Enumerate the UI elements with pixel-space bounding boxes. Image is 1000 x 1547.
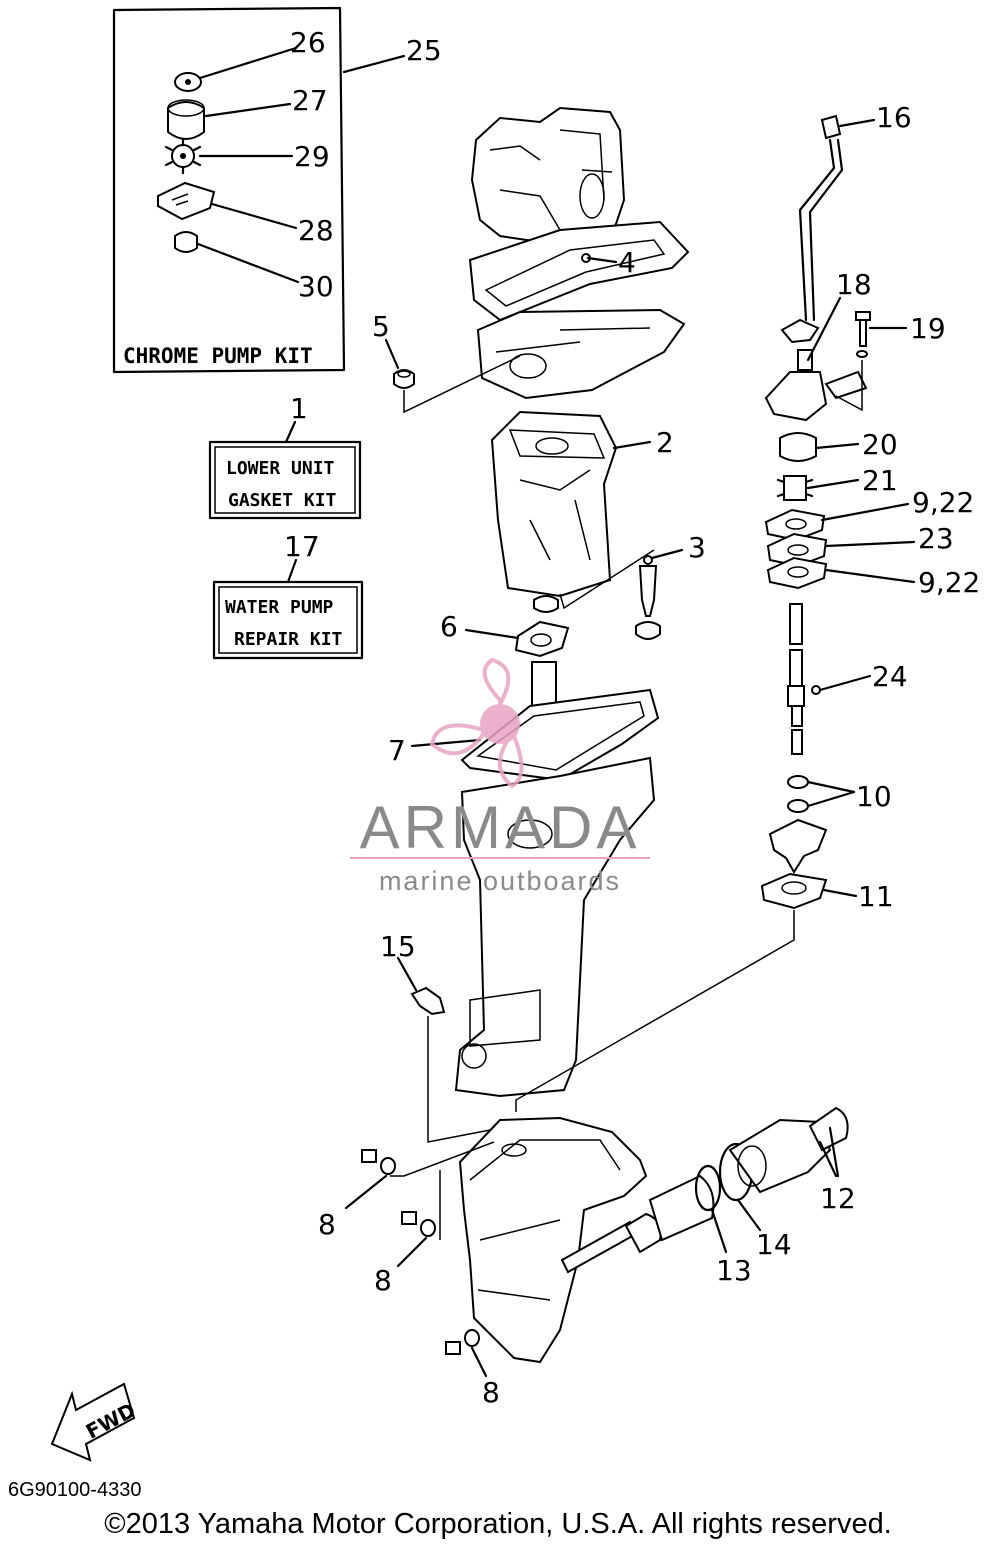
gasket-9-22-a (764, 508, 826, 542)
callout-17: 17 (284, 530, 320, 563)
callout-8-c: 8 (482, 1376, 500, 1409)
bolt-8a (361, 1149, 396, 1175)
chrome-pump-kit-label: CHROME PUMP KIT (123, 344, 313, 368)
bearing-12 (808, 1106, 849, 1152)
clip-15 (410, 986, 446, 1016)
driveshaft-housing (454, 661, 660, 1098)
pump-base-11 (760, 818, 828, 910)
watermark-brand: ARMADA (360, 794, 641, 861)
callout-2: 2 (656, 426, 674, 459)
callout-8-b: 8 (374, 1264, 392, 1297)
fwd-arrow-icon: FWD (50, 1382, 139, 1462)
callout-11: 11 (858, 880, 894, 913)
callout-20: 20 (862, 428, 898, 461)
washers-10 (787, 775, 809, 813)
callout-27: 27 (292, 84, 328, 117)
cartridge-20 (779, 432, 817, 462)
callout-19: 19 (910, 312, 946, 345)
callout-6: 6 (440, 610, 458, 643)
callout-14: 14 (756, 1228, 792, 1261)
kit-seal-30 (174, 231, 198, 253)
callout-4: 4 (618, 246, 636, 279)
chrome-pump-kit-box: CHROME PUMP KIT 26 27 29 28 30 25 (112, 6, 442, 374)
callout-10: 10 (856, 780, 892, 813)
lower-unit-gasket-kit: 1 LOWER UNIT GASKET KIT (208, 392, 362, 520)
callout-15: 15 (380, 930, 416, 963)
propeller-shaft-assembly (560, 1106, 849, 1274)
bolt-8b (401, 1211, 436, 1237)
callout-28: 28 (298, 214, 334, 247)
callout-7: 7 (388, 734, 406, 767)
housing-2 (490, 410, 618, 598)
callout-24: 24 (872, 660, 908, 693)
callout-26: 26 (290, 26, 326, 59)
callout-23: 23 (918, 522, 954, 555)
callout-18: 18 (836, 268, 872, 301)
bolt-8c (445, 1329, 480, 1355)
diagram-code: 6G90100-4330 (8, 1479, 141, 1501)
watermark-tagline: marine outboards (379, 866, 621, 896)
gearcase (458, 1116, 648, 1364)
kit-impeller-29 (164, 137, 202, 175)
exhaust-guide-gasket-4 (468, 220, 690, 322)
callout-29: 29 (294, 140, 330, 173)
drive-shaft (787, 603, 821, 755)
callout-9-22-b: 9,22 (918, 566, 980, 599)
o-ring-13 (694, 1164, 722, 1212)
lower-unit-line2: GASKET KIT (228, 490, 337, 511)
lower-unit-line1: LOWER UNIT (226, 458, 335, 479)
callout-13: 13 (716, 1254, 752, 1287)
callout-12: 12 (820, 1182, 856, 1215)
callout-9-22-a: 9,22 (912, 486, 974, 519)
bolt-19 (855, 311, 871, 358)
water-tube-16 (798, 114, 844, 322)
callout-21: 21 (862, 464, 898, 497)
pump-housing-18 (764, 318, 868, 422)
callout-5: 5 (372, 310, 390, 343)
kit-cartridge-27 (167, 101, 205, 140)
callout-8-a: 8 (318, 1208, 336, 1241)
bolt-3 (635, 555, 661, 640)
copyright-text: ©2013 Yamaha Motor Corporation, U.S.A. A… (104, 1508, 892, 1540)
oil-seal-5 (393, 369, 415, 389)
powerhead-casing (470, 106, 626, 246)
water-pump-line2: REPAIR KIT (234, 629, 343, 650)
callout-1: 1 (290, 392, 308, 425)
plate-23 (766, 532, 828, 568)
gasket-9-22-b (766, 556, 828, 590)
impeller-21 (776, 475, 814, 501)
callout-25: 25 (406, 34, 442, 67)
gasket-6 (514, 620, 570, 658)
water-pump-repair-kit: 17 WATER PUMP REPAIR KIT (212, 530, 364, 660)
callout-30: 30 (298, 270, 334, 303)
callout-3: 3 (688, 531, 706, 564)
callout-16: 16 (876, 101, 912, 134)
upper-casing-plate (476, 308, 686, 400)
armada-logo (429, 657, 524, 789)
water-pump-line1: WATER PUMP (225, 597, 334, 618)
